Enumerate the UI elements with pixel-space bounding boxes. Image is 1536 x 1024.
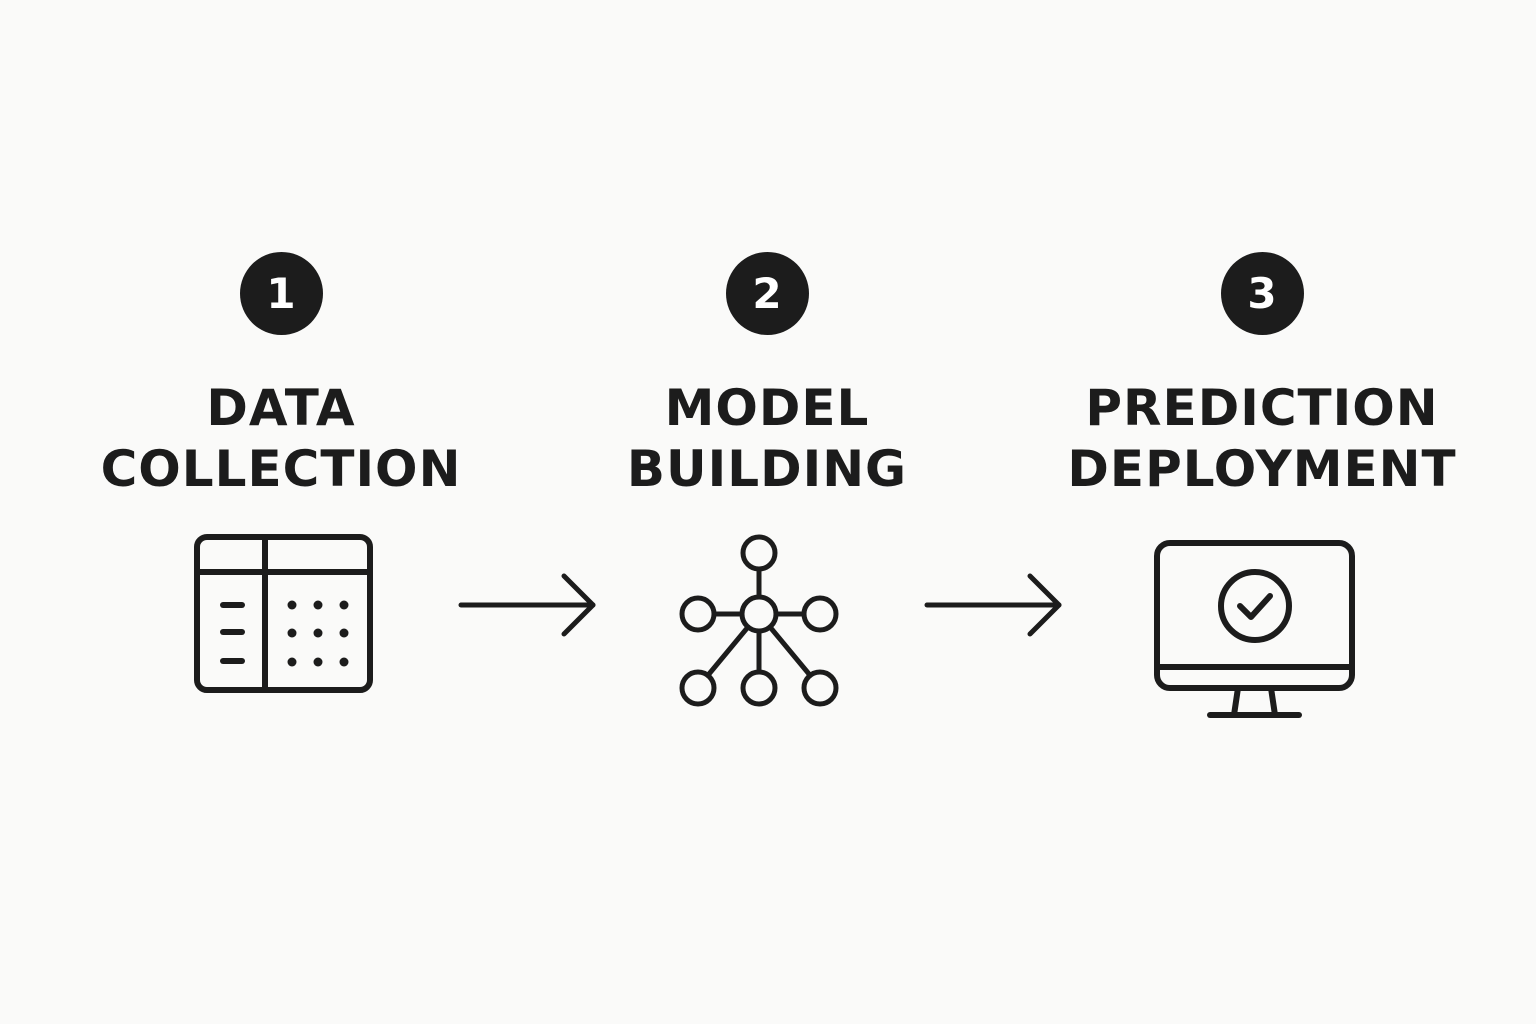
step-title: DATA COLLECTION [71, 378, 491, 500]
step-title-line2: DEPLOYMENT [1067, 440, 1457, 498]
step-title-line2: BUILDING [626, 440, 908, 498]
step-title: PREDICTION DEPLOYMENT [1052, 378, 1472, 500]
right-arrow-icon [458, 573, 596, 637]
step-number-badge: 2 [725, 252, 809, 335]
network-nodes-icon [679, 534, 839, 707]
step-prediction-deployment: 3 PREDICTION DEPLOYMENT [1052, 0, 1472, 1024]
monitor-check-icon [1154, 540, 1355, 718]
step-model-building: 2 MODEL BUILDING [557, 0, 977, 1024]
step-title-line1: PREDICTION [1085, 379, 1439, 437]
step-data-collection: 1 DATA COLLECTION [71, 0, 491, 1024]
step-number-badge: 3 [1220, 252, 1304, 335]
step-title-line2: COLLECTION [100, 440, 462, 498]
step-title-line1: DATA [206, 379, 356, 437]
step-title: MODEL BUILDING [557, 378, 977, 500]
step-number-badge: 1 [239, 252, 323, 335]
step-title-line1: MODEL [664, 379, 870, 437]
table-grid-icon [194, 534, 373, 693]
right-arrow-icon [924, 573, 1062, 637]
